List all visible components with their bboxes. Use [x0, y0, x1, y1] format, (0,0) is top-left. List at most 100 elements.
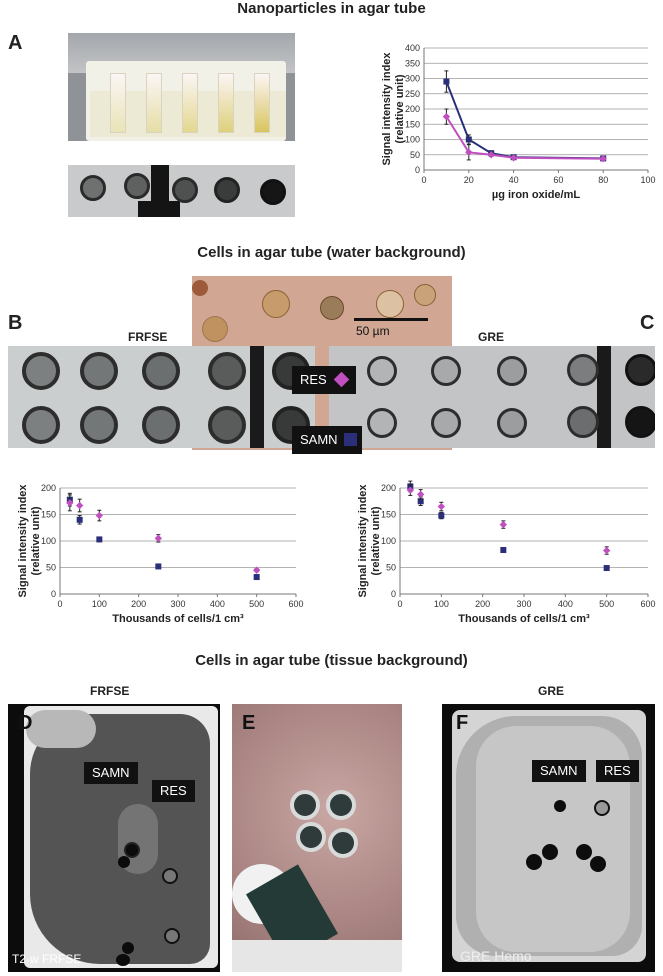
x-tick-label: 600	[288, 599, 303, 609]
y-axis-label-line: Signal intensity index	[17, 484, 29, 598]
x-tick-label: 500	[599, 599, 614, 609]
x-tick-label: 20	[464, 175, 474, 185]
legend-samn: SAMN	[292, 426, 362, 454]
sequence-label-gre: GRE	[478, 330, 505, 344]
data-point-square	[603, 565, 610, 572]
y-tick-label: 0	[415, 165, 420, 175]
sequence-label-frfse-tissue: FRFSE	[90, 684, 130, 698]
mri-strip-a	[68, 165, 295, 217]
legend-samn-label: SAMN	[300, 432, 338, 447]
y-tick-label: 150	[405, 119, 420, 129]
x-axis-label: Thousands of cells/1 cm³	[458, 613, 590, 625]
heading-nanoparticles: Nanoparticles in agar tube	[237, 0, 426, 17]
panel-letter-d: D	[18, 712, 33, 734]
x-tick-label: 80	[598, 175, 608, 185]
sequence-label-frfse: FRFSE	[128, 330, 168, 344]
data-point-diamond	[75, 501, 84, 510]
data-point-diamond	[442, 112, 451, 121]
data-point-square	[417, 498, 424, 505]
vial	[218, 73, 234, 133]
mri-panel-f: F SAMN RES GRE Hemo	[442, 704, 655, 972]
panel-letter-a: A	[8, 32, 23, 54]
y-tick-label: 400	[405, 43, 420, 53]
data-point-square	[76, 516, 83, 523]
y-tick-label: 150	[381, 510, 396, 520]
x-tick-label: 0	[421, 175, 426, 185]
y-tick-label: 350	[405, 58, 420, 68]
y-tick-label: 0	[51, 589, 56, 599]
data-point-diamond	[416, 490, 425, 499]
data-point-diamond	[66, 499, 74, 507]
label-f-res: RES	[596, 760, 639, 782]
sequence-label-gre-tissue: GRE	[538, 684, 565, 698]
x-axis-label: Thousands of cells/1 cm³	[112, 613, 244, 625]
label-f-samn: SAMN	[532, 760, 586, 782]
mri-strip-gre	[329, 346, 655, 448]
x-tick-label: 100	[92, 599, 107, 609]
panel-letter-b: B	[8, 312, 23, 334]
data-point-square	[500, 547, 507, 554]
panel-letter-e: E	[242, 712, 256, 734]
y-tick-label: 200	[405, 104, 420, 114]
photo-panel-e: E	[232, 704, 402, 972]
x-tick-label: 100	[434, 599, 449, 609]
vial	[146, 73, 162, 133]
x-tick-label: 500	[249, 599, 264, 609]
x-tick-label: 300	[170, 599, 185, 609]
y-axis-label: Signal intensity index(relative unit)	[357, 484, 382, 598]
scale-bar	[354, 318, 428, 321]
data-point-square	[155, 563, 162, 570]
y-tick-label: 0	[391, 589, 396, 599]
x-tick-label: 400	[210, 599, 225, 609]
heading-cells-tissue: Cells in agar tube (tissue background)	[195, 652, 468, 669]
label-f-corner: GRE Hemo	[460, 948, 532, 964]
x-tick-label: 400	[558, 599, 573, 609]
legend-res: RES	[292, 366, 356, 394]
diamond-marker-icon	[333, 371, 350, 388]
panel-letter-f: F	[456, 712, 469, 734]
x-tick-label: 0	[397, 599, 402, 609]
y-tick-label: 100	[405, 135, 420, 145]
y-tick-label: 200	[381, 483, 396, 493]
data-point-diamond	[509, 154, 518, 162]
x-axis-label: µg iron oxide/mL	[492, 189, 581, 201]
label-d-res: RES	[152, 780, 195, 802]
x-tick-label: 40	[509, 175, 519, 185]
y-axis-label-line: Signal intensity index	[357, 484, 369, 598]
data-point-square	[438, 512, 445, 519]
panel-letter-c: C	[640, 312, 655, 334]
y-tick-label: 300	[405, 74, 420, 84]
x-tick-label: 300	[516, 599, 531, 609]
data-point-diamond	[95, 511, 104, 520]
mri-panel-d: D SAMN RES T2-w FRFSE	[8, 704, 220, 972]
series-line	[445, 81, 604, 160]
data-point-diamond	[437, 502, 446, 511]
y-axis-label: Signal intensity index(relative unit)	[381, 52, 406, 166]
y-axis-label: Signal intensity index(relative unit)	[17, 484, 42, 598]
x-tick-label: 100	[640, 175, 655, 185]
vial-photo	[68, 33, 295, 141]
heading-cells-water: Cells in agar tube (water background)	[197, 244, 466, 261]
data-point-square	[465, 136, 472, 143]
y-tick-label: 50	[386, 563, 396, 573]
x-tick-label: 600	[640, 599, 655, 609]
legend-res-label: RES	[300, 372, 327, 387]
square-marker-icon	[344, 433, 357, 446]
data-point-diamond	[252, 566, 261, 574]
y-axis-label-line: (relative unit)	[370, 506, 382, 575]
data-point-diamond	[602, 546, 611, 555]
label-d-samn: SAMN	[84, 762, 138, 784]
data-point-diamond	[499, 520, 508, 529]
mri-strip-frfse	[8, 346, 315, 448]
y-tick-label: 100	[41, 536, 56, 546]
x-tick-label: 60	[553, 175, 563, 185]
scale-bar-label: 50 µm	[356, 324, 390, 338]
y-axis-label-line: (relative unit)	[30, 506, 42, 575]
x-tick-label: 0	[57, 599, 62, 609]
data-point-square	[96, 536, 103, 543]
y-tick-label: 50	[46, 563, 56, 573]
vial	[110, 73, 126, 133]
x-tick-label: 200	[131, 599, 146, 609]
y-tick-label: 250	[405, 89, 420, 99]
